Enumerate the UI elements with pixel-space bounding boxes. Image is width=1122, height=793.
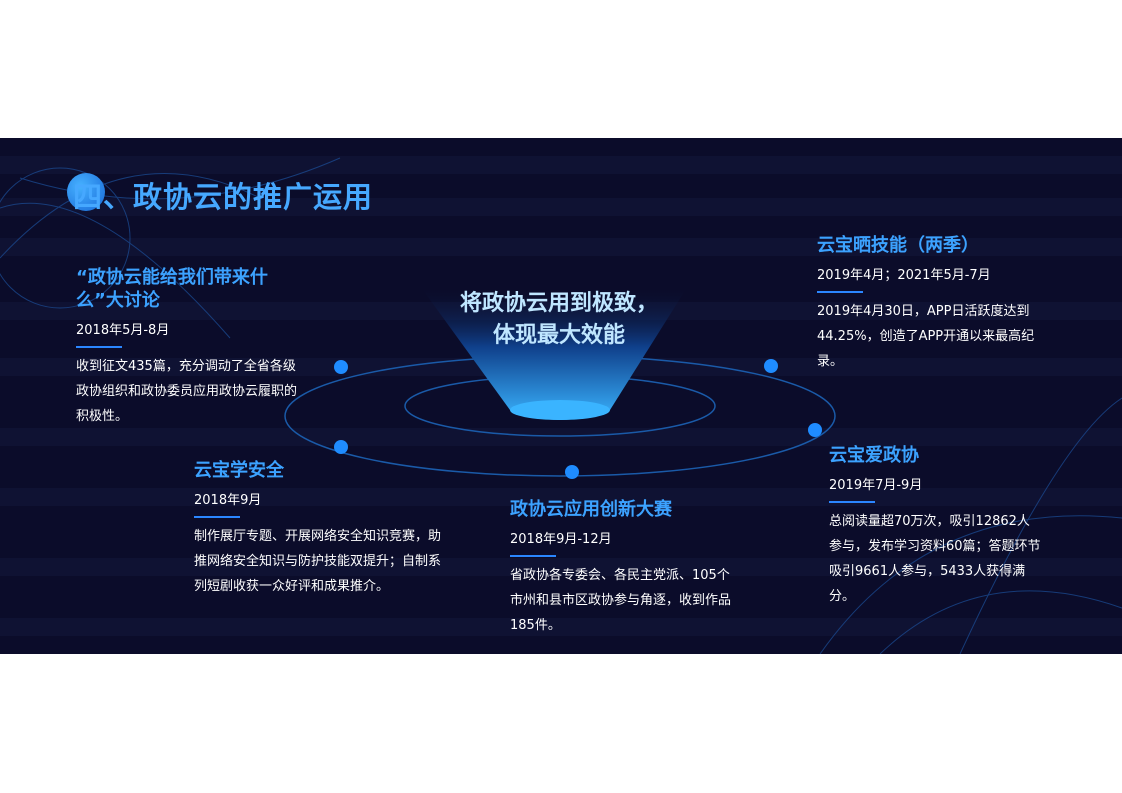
event-date: 2018年9月-12月 <box>510 532 612 547</box>
event-title: 云宝学安全 <box>194 460 284 481</box>
center-slogan: 将政协云用到极致， 体现最大效能 <box>430 288 688 352</box>
page-title: 四、政协云的推广运用 <box>73 180 374 214</box>
event-divider <box>510 555 556 557</box>
event-block-discussion: “政协云能给我们带来什么”大讨论 2018年5月-8月 收到征文435篇，充分调… <box>76 266 298 429</box>
background-graphics <box>0 157 1122 654</box>
slide: 四、政协云的推广运用 将政协云用到极致， 体现最大效能 “政协云能给我们带来什么… <box>0 138 1122 654</box>
event-description: 收到征文435篇，充分调动了全省各级政协组织和政协委员应用政协云履职的积极性。 <box>76 359 298 424</box>
orbit-dot <box>565 465 579 479</box>
event-date: 2019年4月；2021年5月-7月 <box>817 268 991 283</box>
event-date: 2018年9月 <box>194 493 262 508</box>
orbit-dot <box>764 359 778 373</box>
event-date: 2018年5月-8月 <box>76 323 170 338</box>
event-block-contest: 政协云应用创新大赛 2018年9月-12月 省政协各专委会、各民主党派、105个… <box>510 498 732 638</box>
event-description: 总阅读量超70万次，吸引12862人参与，发布学习资料60篇；答题环节吸引966… <box>829 514 1041 604</box>
title-number-badge <box>67 173 105 211</box>
event-block-security: 云宝学安全 2018年9月 制作展厅专题、开展网络安全知识竞赛，助推网络安全知识… <box>194 459 446 599</box>
event-date: 2019年7月-9月 <box>829 478 923 493</box>
event-divider <box>817 291 863 293</box>
beam-base <box>510 400 610 420</box>
event-block-skills: 云宝晒技能（两季） 2019年4月；2021年5月-7月 2019年4月30日，… <box>817 234 1039 374</box>
event-title: 云宝爱政协 <box>829 445 919 466</box>
network-arcs-right <box>819 397 1122 654</box>
orbit-dot <box>808 423 822 437</box>
event-description: 省政协各专委会、各民主党派、105个市州和县市区政协参与角逐，收到作品185件。 <box>510 568 732 633</box>
event-divider <box>829 501 875 503</box>
event-title: 政协云应用创新大赛 <box>510 499 672 520</box>
orbit-dot <box>334 440 348 454</box>
light-beam <box>420 286 688 420</box>
orbit-dot <box>334 360 348 374</box>
event-title: “政协云能给我们带来什么”大讨论 <box>76 267 268 311</box>
center-slogan-line1: 将政协云用到极致， <box>459 291 658 316</box>
event-description: 2019年4月30日，APP日活跃度达到44.25%，创造了APP开通以来最高纪… <box>817 304 1035 369</box>
event-block-love-cppcc: 云宝爱政协 2019年7月-9月 总阅读量超70万次，吸引12862人参与，发布… <box>829 444 1041 609</box>
network-arcs-left <box>0 157 341 339</box>
event-divider <box>194 516 240 518</box>
event-description: 制作展厅专题、开展网络安全知识竞赛，助推网络安全知识与防护技能双提升；自制系列短… <box>194 529 442 594</box>
event-divider <box>76 346 122 348</box>
center-slogan-line2: 体现最大效能 <box>492 323 625 348</box>
event-title: 云宝晒技能（两季） <box>817 235 979 256</box>
